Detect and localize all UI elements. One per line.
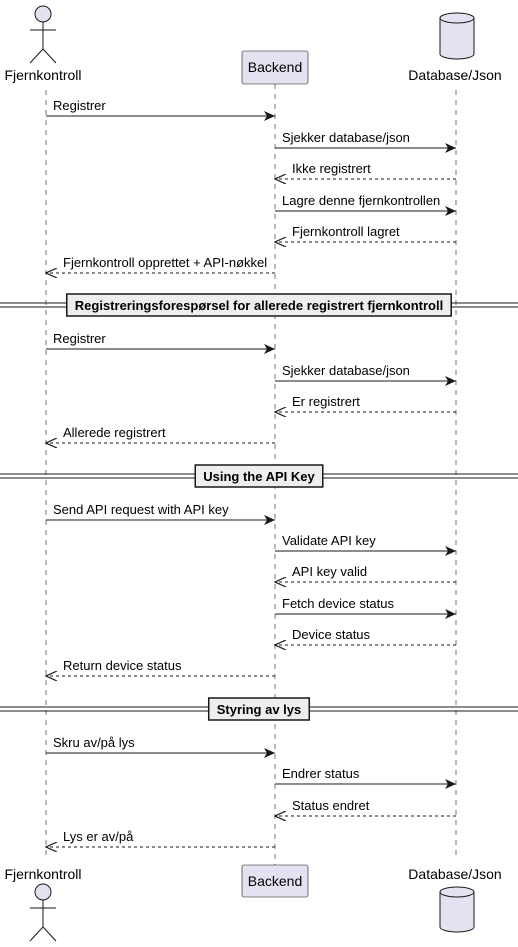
message: Send API request with API key: [46, 502, 275, 525]
message: Er registrert: [275, 394, 456, 412]
participant-fjernkontroll-bottom: Fjernkontroll: [4, 866, 82, 942]
participant-label-fjernkontroll: Fjernkontroll: [4, 866, 81, 882]
database-icon: [439, 12, 475, 60]
message-label: Device status: [292, 627, 371, 642]
message: Status endret: [275, 798, 456, 816]
divider-label: Using the API Key: [203, 469, 315, 484]
message-label: Fetch device status: [282, 596, 394, 611]
message-label: Return device status: [63, 658, 182, 673]
message-label: Allerede registrert: [63, 425, 166, 440]
divider-label: Registreringsforespørsel for allerede re…: [75, 298, 443, 313]
participant-label-backend: Backend: [248, 59, 302, 75]
message: Validate API key: [275, 533, 456, 556]
message-label: Er registrert: [292, 394, 360, 409]
participant-label-backend: Backend: [248, 873, 302, 889]
participant-label-database: Database/Json: [408, 866, 501, 882]
message: Fetch device status: [275, 596, 456, 619]
divider-box: [66, 293, 452, 317]
message: Fjernkontroll opprettet + API-nøkkel: [46, 255, 275, 273]
message-label: Ikke registrert: [292, 161, 371, 176]
message: Device status: [275, 627, 456, 645]
participant-label-database: Database/Json: [408, 67, 501, 83]
participant-backend-bottom: Backend: [241, 864, 309, 898]
actor-icon: [29, 883, 57, 942]
message-label: Fjernkontroll lagret: [292, 224, 400, 239]
message-label: Lys er av/på: [63, 829, 134, 844]
message: Ikke registrert: [275, 161, 456, 179]
message: Return device status: [46, 658, 275, 676]
section-divider: Styring av lys: [0, 697, 518, 721]
message-label: Status endret: [292, 798, 370, 813]
message: Sjekker database/json: [275, 130, 456, 153]
participant-box: [241, 864, 309, 898]
participant-database-bottom: Database/Json: [408, 866, 502, 933]
message: API key valid: [275, 564, 456, 582]
divider-box: [194, 464, 324, 488]
message-label: Registrer: [53, 331, 106, 346]
message: Skru av/på lys: [46, 735, 275, 758]
message: Endrer status: [275, 766, 456, 789]
message-label: Sjekker database/json: [282, 130, 410, 145]
participant-database-top: Database/Json: [408, 12, 502, 83]
participant-fjernkontroll-top: Fjernkontroll: [4, 5, 82, 83]
section-divider: Registreringsforespørsel for allerede re…: [0, 293, 518, 317]
divider-box: [207, 697, 311, 721]
message: Lys er av/på: [46, 829, 275, 847]
message-label: Endrer status: [282, 766, 360, 781]
participant-box: [241, 50, 309, 85]
message-label: Validate API key: [282, 533, 376, 548]
database-icon: [439, 886, 475, 933]
message: Sjekker database/json: [275, 363, 456, 386]
message: Allerede registrert: [46, 425, 275, 443]
message-label: Fjernkontroll opprettet + API-nøkkel: [63, 255, 267, 270]
message: Registrer: [46, 331, 275, 354]
divider-label: Styring av lys: [217, 702, 302, 717]
message-label: Sjekker database/json: [282, 363, 410, 378]
participant-label-fjernkontroll: Fjernkontroll: [4, 67, 81, 83]
message: Registrer: [46, 98, 275, 121]
message-label: Registrer: [53, 98, 106, 113]
message: Fjernkontroll lagret: [275, 224, 456, 242]
message-label: API key valid: [292, 564, 367, 579]
message: Lagre denne fjernkontrollen: [275, 193, 456, 216]
message-label: Skru av/på lys: [53, 735, 135, 750]
section-divider: Using the API Key: [0, 464, 518, 488]
actor-icon: [29, 5, 57, 64]
message-label: Lagre denne fjernkontrollen: [282, 193, 440, 208]
participant-backend-top: Backend: [241, 50, 309, 85]
message-label: Send API request with API key: [53, 502, 229, 517]
